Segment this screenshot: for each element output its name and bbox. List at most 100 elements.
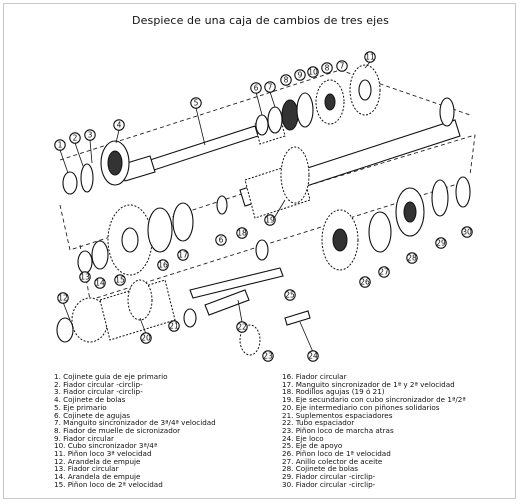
- legend-item: 24. Eje loco: [282, 433, 324, 443]
- callout-14: 14: [94, 277, 106, 289]
- diagram-title: Despiece de una caja de cambios de tres …: [132, 14, 389, 27]
- callout-16: 16: [157, 259, 169, 271]
- legend-item: 2. Fiador circular -circlip-: [54, 379, 143, 389]
- svg-text:3: 3: [88, 131, 93, 140]
- legend-item: 6. Cojinete de agujas: [54, 410, 130, 420]
- callout-27: 27: [378, 266, 390, 278]
- callout-17: 17: [177, 249, 189, 261]
- legend-item: 28. Cojinete de bolas: [282, 464, 359, 474]
- legend-item: 10. Cubo sincronizador 3ª/4ª: [54, 441, 158, 451]
- svg-text:26: 26: [360, 278, 370, 287]
- callout-2: 2: [69, 132, 81, 144]
- callout-6: 6: [250, 82, 262, 94]
- callout-7: 7: [264, 81, 276, 93]
- legend-item: 19. Eje secundario con cubo sincronizado…: [282, 395, 466, 405]
- svg-text:13: 13: [80, 273, 90, 282]
- spacer-and-idler-shafts: [189, 195, 311, 356]
- svg-text:7: 7: [268, 83, 273, 92]
- synchro-3-4-cluster: [255, 64, 381, 136]
- legend-item: 8. Fiador de muelle de sicronizador: [54, 425, 181, 435]
- legend-item: 16. Fiador circular: [282, 372, 347, 381]
- legend-item: 14. Arandela de empuje: [54, 472, 141, 482]
- svg-text:6: 6: [254, 84, 259, 93]
- callout-leaders: [59, 61, 371, 353]
- legend-item: 15. Piñon loco de 2ª velocidad: [54, 479, 163, 489]
- callout-15: 15: [114, 274, 126, 286]
- legend-item: 22. Tubo espaciador: [282, 418, 355, 428]
- secondary-shaft: [239, 97, 461, 219]
- countershaft: [56, 279, 197, 343]
- callout-8: 8: [280, 74, 292, 86]
- callout-25: 25: [284, 289, 296, 301]
- svg-text:11: 11: [365, 53, 375, 62]
- legend-item: 25. Eje de apoyo: [282, 441, 343, 451]
- svg-text:25: 25: [285, 291, 295, 300]
- callout-4: 4: [113, 119, 125, 131]
- callout-12: 12: [57, 292, 69, 304]
- callout-9: 9: [294, 69, 306, 81]
- callout-7b: 7: [336, 60, 348, 72]
- legend-item: 27. Anillo colector de aceite: [282, 456, 383, 466]
- callouts: 1 2 3 4 5 6 7 8 9 10 8 7 11 12 13 14 15 …: [54, 51, 473, 362]
- callout-8b: 8: [321, 62, 333, 74]
- callout-28: 28: [406, 252, 418, 264]
- svg-text:1: 1: [58, 141, 63, 150]
- callout-24: 24: [307, 350, 319, 362]
- svg-text:20: 20: [141, 334, 151, 343]
- svg-text:17: 17: [178, 251, 188, 260]
- callout-22: 22: [236, 321, 248, 333]
- svg-text:8: 8: [284, 76, 289, 85]
- legend-item: 3. Fiador circular -circlip-: [54, 387, 143, 397]
- svg-text:30: 30: [462, 228, 472, 237]
- callout-29: 29: [435, 237, 447, 249]
- legend-item: 12. Arandela de empuje: [54, 456, 141, 466]
- svg-text:22: 22: [237, 323, 247, 332]
- callout-11: 11: [364, 51, 376, 63]
- svg-text:9: 9: [298, 71, 303, 80]
- callout-20: 20: [140, 332, 152, 344]
- legend-item: 20. Eje intermediario con piñones solida…: [282, 402, 440, 412]
- legend-item: 7. Manguito sincronizador de 3ª/4ª veloc…: [54, 418, 216, 428]
- parts-legend-right: 16. Fiador circular 17. Manguito sincron…: [282, 373, 466, 489]
- parts-legend-left: 1. Cojinete guia de eje primario 2. Fiad…: [54, 373, 216, 489]
- legend-item: 18. Rodillos agujas (19 ó 21): [282, 387, 385, 397]
- svg-text:23: 23: [263, 352, 273, 361]
- svg-text:18: 18: [237, 229, 247, 238]
- svg-text:14: 14: [95, 279, 105, 288]
- legend-item: 4. Cojinete de bolas: [54, 395, 126, 405]
- svg-text:21: 21: [169, 322, 179, 331]
- svg-text:15: 15: [115, 276, 125, 285]
- legend-item: 11. Piñon loco 3ª velocidad: [54, 449, 152, 459]
- svg-text:12: 12: [58, 294, 68, 303]
- legend-item: 21. Suplementos espaciadores: [282, 410, 393, 420]
- svg-text:8: 8: [325, 64, 330, 73]
- callout-1: 1: [54, 139, 66, 151]
- callout-21: 21: [168, 320, 180, 332]
- callout-26: 26: [359, 276, 371, 288]
- callout-19: 19: [264, 214, 276, 226]
- callout-13: 13: [79, 271, 91, 283]
- legend-item: 1. Cojinete guia de eje primario: [54, 372, 168, 381]
- legend-item: 23. Piñon loco de marcha atras: [282, 425, 394, 435]
- svg-text:5: 5: [194, 99, 199, 108]
- callout-3: 3: [84, 129, 96, 141]
- callout-10: 10: [307, 66, 319, 78]
- svg-text:29: 29: [436, 239, 446, 248]
- svg-text:24: 24: [308, 352, 318, 361]
- svg-text:4: 4: [117, 121, 122, 130]
- legend-item: 17. Manguito sincronizador de 1ª y 2ª ve…: [282, 379, 455, 389]
- legend-item: 9. Fiador circular: [54, 433, 114, 443]
- callout-30: 30: [461, 226, 473, 238]
- input-bearing-group: [62, 140, 130, 195]
- svg-text:10: 10: [308, 68, 318, 77]
- callout-23: 23: [262, 350, 274, 362]
- svg-text:27: 27: [379, 268, 389, 277]
- svg-text:7: 7: [340, 62, 345, 71]
- second-gear-group: [77, 202, 194, 276]
- callout-6b: 6: [215, 234, 227, 246]
- legend-item: 26. Piñon loco de 1ª velocidad: [282, 449, 391, 459]
- svg-text:6: 6: [219, 236, 224, 245]
- secondary-rear-group: [321, 176, 471, 271]
- svg-text:19: 19: [265, 216, 275, 225]
